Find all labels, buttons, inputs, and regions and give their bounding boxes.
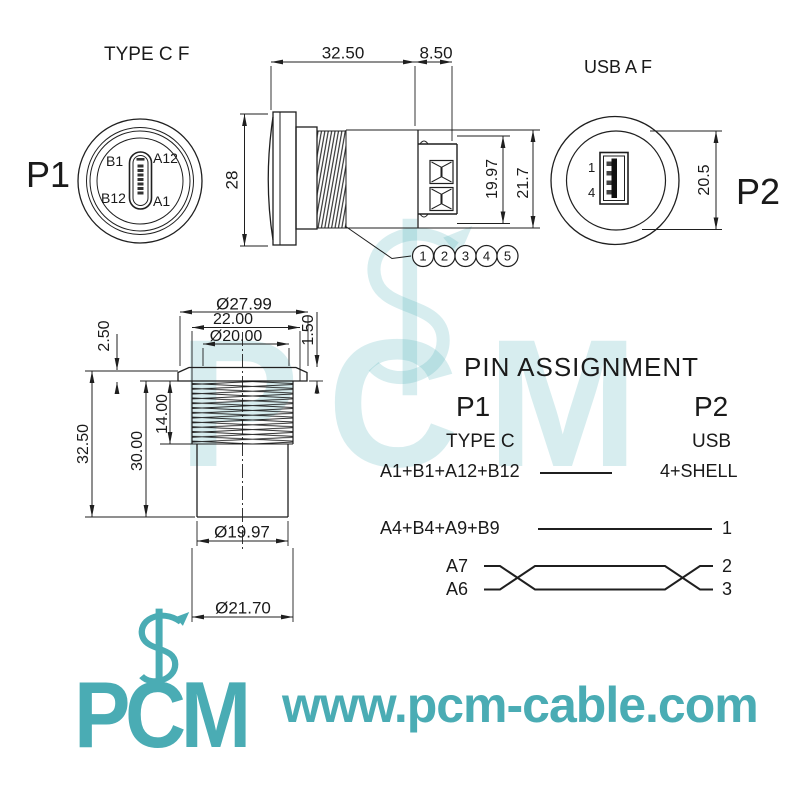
balloon-2: 2 [441,249,448,264]
type-c-contacts [137,164,144,195]
type-c-front-view-drawing [77,118,203,244]
usb-a-receptacle [599,151,629,205]
cap-dome-face [267,116,274,241]
pin-assignment-p1-sub: TYPE C [446,431,515,452]
type-c-view-title: TYPE C F [104,44,190,65]
balloon-callouts: 1 2 3 4 5 [411,244,519,268]
pin-label-1: 1 [588,160,596,175]
dim-total-length: 32.50 [75,423,92,465]
pin-row-4-p1: A6 [446,579,469,599]
dim-side-length: 32.50 [321,43,365,63]
dim-shoulder-od: 21.7 [515,167,532,199]
logo-dollar-swoosh-icon [138,608,190,690]
pin-assignment-p2-header: P2 [694,391,729,422]
pin-label-a1: A1 [153,193,171,209]
usb-a-contacts [606,161,612,195]
pin-assignment-links [484,472,713,591]
dim-thread-length: 14.00 [154,393,171,435]
port-label-p2: P2 [736,171,781,212]
dim-usb-opening: 20.5 [696,164,713,196]
usb-a-view-title: USB A F [584,57,653,77]
dim-thread-od: 22.00 [212,311,254,328]
pin-row-3-p1: A7 [446,556,469,576]
dim-flange-thickness: 1.50 [300,314,317,346]
twisted-pair-line-a7 [484,565,713,591]
pin-label-b12: B12 [101,190,126,206]
side-view-drawing: 1 2 3 4 5 [240,59,540,268]
usb-a-tongue [611,158,617,198]
dim-flange-diameter: Ø27.99 [216,294,272,314]
pin-row-4-p2: 3 [722,579,733,599]
dim-flange-od: 28 [222,170,242,190]
pin-label-a12: A12 [153,150,178,166]
side-thread-section [317,131,346,228]
usb-a-front-view-drawing [550,115,722,246]
twisted-pair-line-a6 [484,565,713,591]
balloon-3: 3 [462,249,469,264]
dim-usb-length: 8.50 [419,43,453,63]
dim-sleeve-diameter: Ø21.70 [215,598,271,618]
pin-row-2-p1: A4+B4+A9+B9 [380,518,500,538]
pin-row-1-p2: 4+SHELL [660,461,738,481]
website-url: www.pcm-cable.com [282,677,759,733]
watermark-dollar-swoosh-icon [367,218,473,396]
pin-row-3-p2: 2 [722,556,733,576]
cross-section-view-drawing [85,309,323,622]
pin-assignment-p2-sub: USB [692,431,732,452]
pin-assignment-p1-header: P1 [456,391,491,422]
pin-assignment-title: PIN ASSIGNMENT [464,352,700,382]
pin-label-4: 4 [588,185,596,200]
dim-body-length: 30.00 [129,430,146,472]
pin-row-1-p1: A1+B1+A12+B12 [380,461,520,481]
pin-row-2-p2: 1 [722,518,733,538]
balloon-4: 4 [483,249,490,264]
balloon-1: 1 [419,249,426,264]
dim-face-height: 2.50 [96,320,113,352]
type-c-slot [128,151,153,210]
dim-body-od: 19.97 [484,158,501,200]
balloon-5: 5 [504,249,511,264]
dim-bore-diameter: Ø20.00 [209,328,263,345]
logo-text: PCM [74,662,251,767]
usb-a-shell-side [418,140,458,218]
dim-tube-diameter: Ø19.97 [214,522,270,542]
port-label-p1: P1 [26,154,71,195]
type-c-slot-key [136,158,145,161]
pin-label-b1: B1 [106,153,124,169]
